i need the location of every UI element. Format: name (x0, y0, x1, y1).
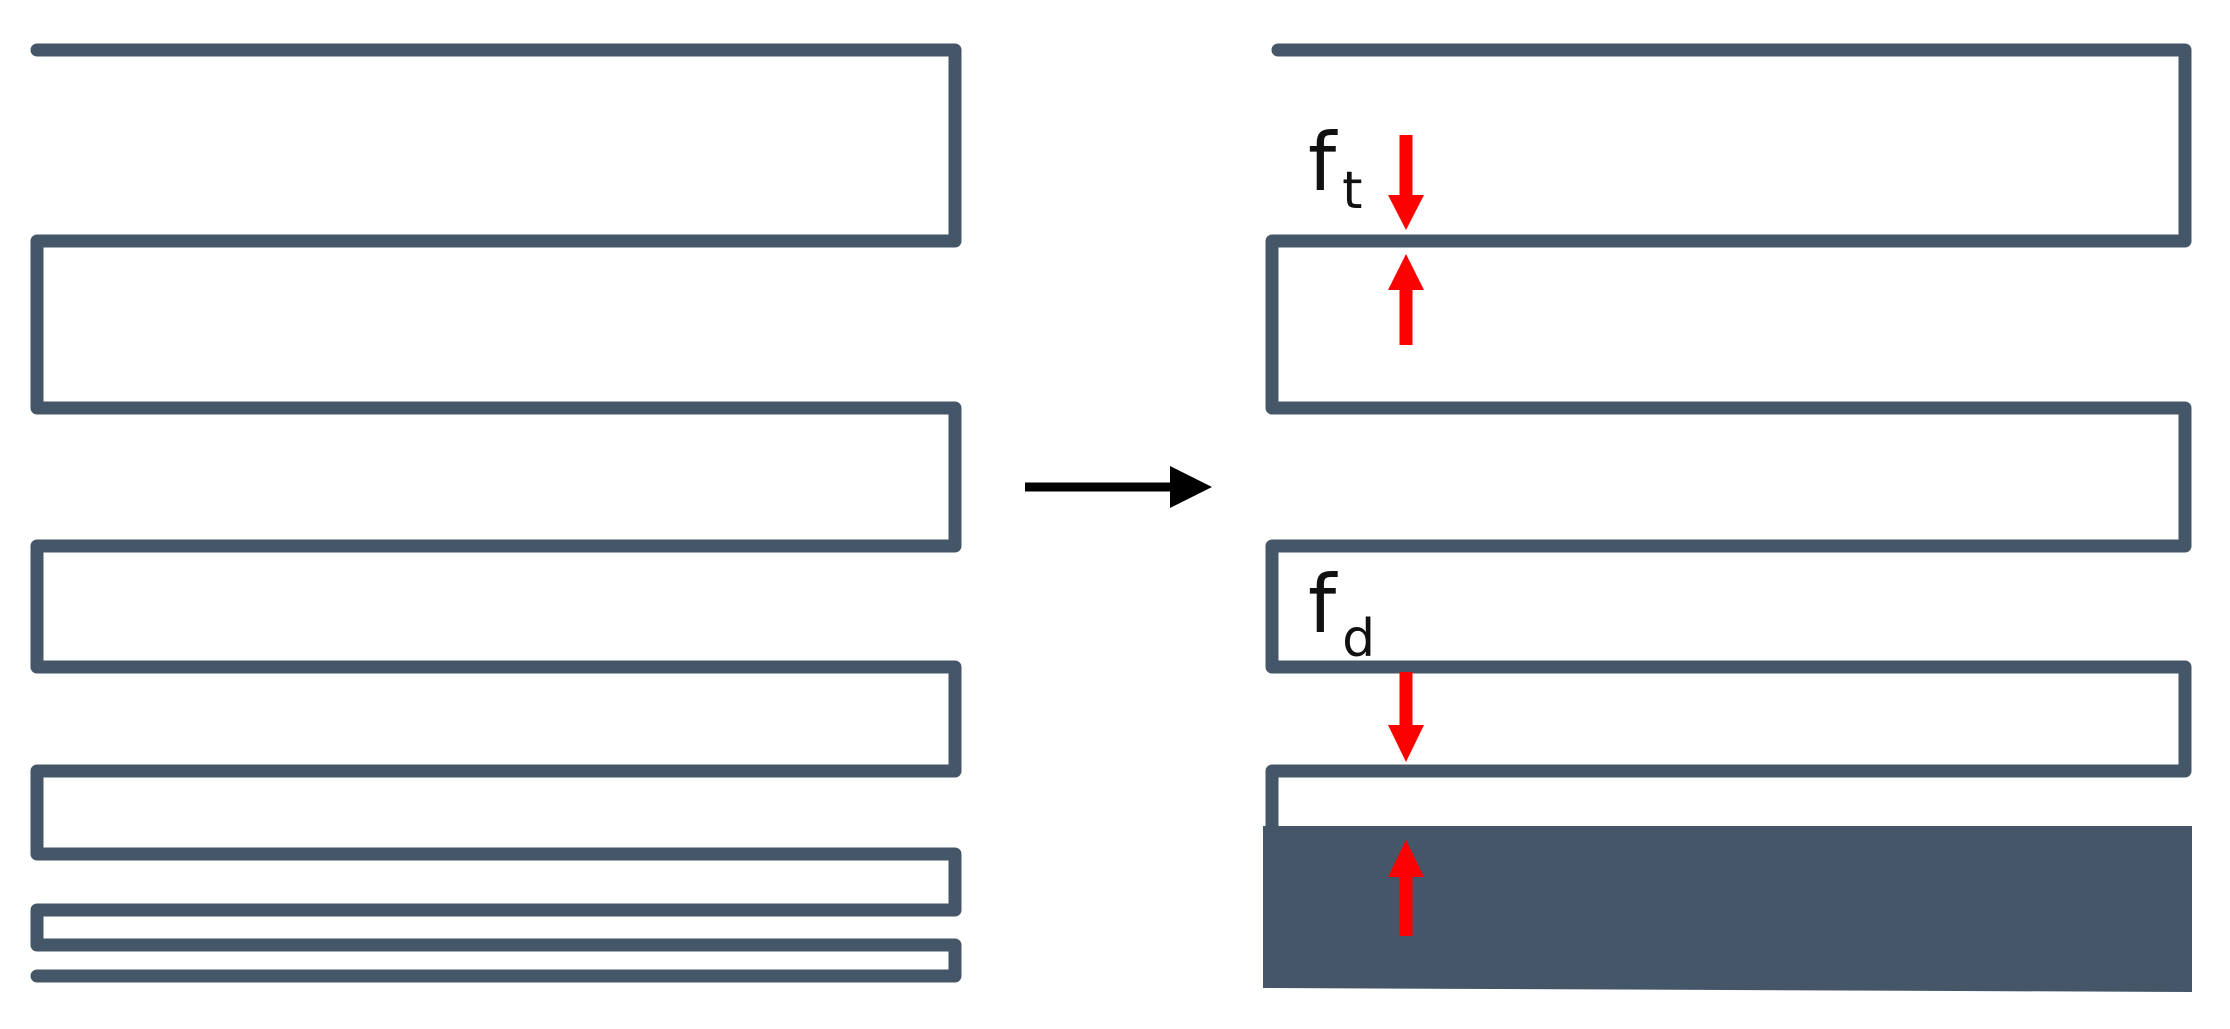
tensile-force-arrows (1388, 135, 1424, 345)
tensile-arrow-up-head (1388, 254, 1424, 290)
damping-force-symbol: f (1308, 558, 1338, 651)
damping-arrow-down-head (1388, 725, 1424, 762)
compressed-solid-block (1263, 826, 2192, 992)
transition-arrow (1025, 466, 1212, 508)
damping-force-arrows (1388, 672, 1424, 936)
damping-arrow-up-head (1388, 840, 1424, 877)
compressed-meander-outline (1265, 43, 2192, 833)
tensile-force-subscript: t (1342, 161, 1362, 221)
uncompressed-meander-outline (30, 43, 962, 983)
transition-arrow-head (1170, 466, 1212, 508)
damping-force-subscript: d (1342, 609, 1375, 669)
compressed-structure (1263, 43, 2192, 992)
uncompressed-structure (30, 43, 962, 983)
tensile-force-symbol: f (1308, 116, 1338, 209)
tensile-arrow-down-head (1388, 195, 1424, 230)
